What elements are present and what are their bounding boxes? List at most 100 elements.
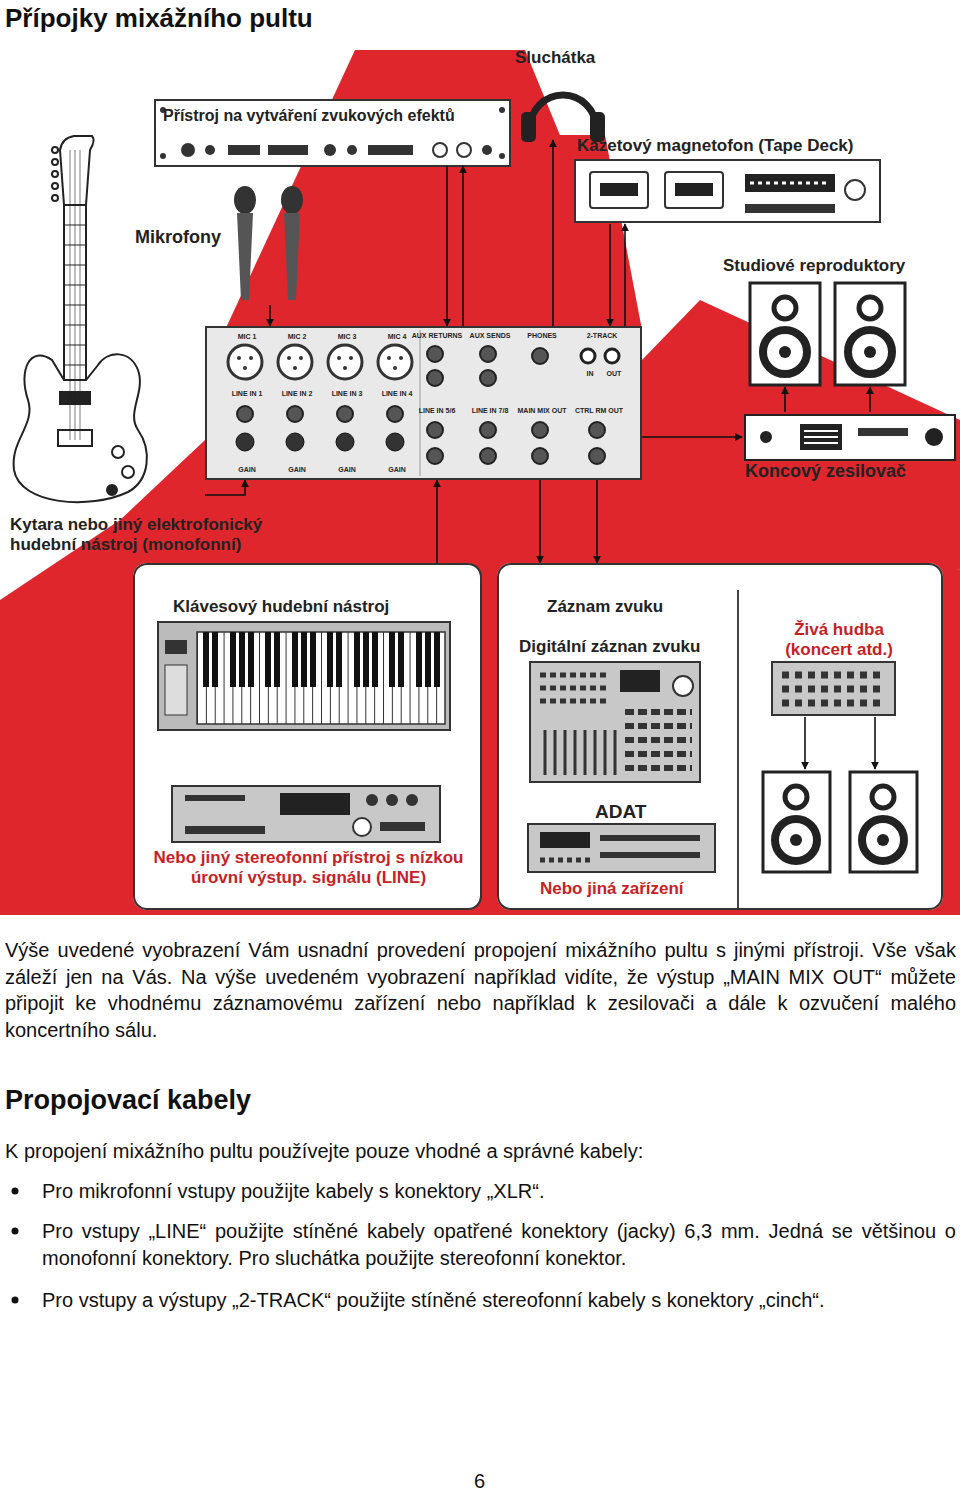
bullet-item: Pro mikrofonní vstupy použijte kabely s … xyxy=(42,1178,956,1204)
line-device-drawing xyxy=(185,826,265,834)
live-speaker-drawing xyxy=(775,819,817,861)
keyboard-drawing xyxy=(158,622,450,730)
device-label: Studiové reproduktory xyxy=(723,256,905,276)
panel-label: MIC 1 xyxy=(238,333,257,341)
digital-recorder-drawing xyxy=(625,712,692,768)
xlr-pin xyxy=(299,356,303,360)
adat-drawing xyxy=(600,852,700,858)
input-group: Klávesový hudební nástrojNebo jiný stere… xyxy=(133,563,482,910)
panel-label: LINE IN 7/8 xyxy=(472,407,509,415)
output-group: Záznam zvukuDigitální záznan zvukuADATNe… xyxy=(497,563,943,910)
amplifier-drawing xyxy=(760,431,772,443)
body-paragraph: Výše uvedené vyobrazení Vám usnadní prov… xyxy=(5,937,956,1043)
keyboard-drawing xyxy=(165,640,187,654)
signal-wire xyxy=(805,717,875,769)
jack-socket xyxy=(427,346,443,362)
keyboard-drawing xyxy=(158,622,450,730)
microphone-drawing xyxy=(281,186,303,214)
live-speaker-drawing xyxy=(877,834,889,846)
rca-socket xyxy=(581,349,619,363)
effects-unit-drawing xyxy=(205,145,215,155)
effects-unit-drawing xyxy=(268,145,308,155)
xlr-pin xyxy=(337,356,341,360)
live-speaker-drawing xyxy=(850,772,917,872)
digital-recorder-drawing xyxy=(530,662,700,782)
headphones-drawing xyxy=(530,95,596,128)
signal-arrow xyxy=(205,480,245,495)
bullet-dot xyxy=(12,1188,19,1304)
live-mixer-drawing xyxy=(772,662,895,715)
signal-arrow xyxy=(869,387,871,412)
page-title: Přípojky mixážního pultu xyxy=(5,2,313,36)
effects-unit-drawing xyxy=(433,143,447,157)
group-label: Záznam zvuku xyxy=(547,597,663,617)
guitar-drawing xyxy=(52,183,58,189)
tape-deck-drawing xyxy=(675,183,713,196)
xlr-pin xyxy=(343,366,347,370)
gain-knob xyxy=(386,433,404,451)
xlr-pin xyxy=(237,356,241,360)
section-heading: Propojovací kabely xyxy=(5,1083,251,1118)
guitar: Kytara nebo jiný elektrofonický hudební … xyxy=(5,130,205,510)
digital-recorder-drawing xyxy=(545,730,615,775)
microphone-drawing xyxy=(234,186,303,300)
panel-label: IN xyxy=(587,370,594,378)
bullet-dot xyxy=(12,1228,19,1235)
jack-socket xyxy=(532,348,548,364)
signal-arrow xyxy=(539,480,541,563)
panel-label: GAIN xyxy=(288,466,306,474)
jack-socket xyxy=(387,406,403,422)
tape-deck-drawing xyxy=(665,172,723,208)
signal-arrow xyxy=(269,305,271,326)
studio-speakers: Studiové reproduktory xyxy=(720,254,935,387)
tape-deck-drawing xyxy=(600,183,638,196)
keyboard-drawing xyxy=(197,632,445,687)
jack-socket xyxy=(480,448,496,464)
xlr-socket xyxy=(278,345,312,379)
signal-arrow xyxy=(462,166,464,326)
xlr-pin xyxy=(349,356,353,360)
digital-recorder-drawing xyxy=(673,676,693,696)
guitar-drawing xyxy=(60,136,94,205)
guitar-drawing xyxy=(52,147,58,153)
line-device-drawing xyxy=(172,786,440,842)
guitar-drawing xyxy=(52,159,58,165)
tape-deck-drawing xyxy=(575,160,880,222)
tape-deck-drawing xyxy=(750,182,830,185)
microphones: Mikrofony xyxy=(133,180,313,305)
panel-label: CTRL RM OUT xyxy=(575,407,623,415)
line-device-drawing xyxy=(353,818,371,836)
group-label: Digitální záznan zvuku xyxy=(519,637,700,657)
mixer: MIC 1MIC 2MIC 3MIC 4LINE IN 1LINE IN 2LI… xyxy=(205,326,642,480)
signal-arrow xyxy=(624,224,626,326)
effects-unit-drawing xyxy=(155,100,510,166)
xlr-pin xyxy=(387,356,391,360)
line-device-drawing xyxy=(280,793,350,815)
xlr-socket xyxy=(228,345,412,379)
device-label: Mikrofony xyxy=(135,227,221,249)
gain-knob xyxy=(236,433,404,451)
rca-socket xyxy=(581,349,595,363)
panel-label: AUX SENDS xyxy=(470,332,511,340)
effects-unit-drawing xyxy=(499,107,505,113)
power-amplifier: Koncový zesilovač xyxy=(742,412,958,487)
live-speaker-drawing xyxy=(763,772,830,872)
effects-unit: Přístroj na vytváření zvukových efektů xyxy=(155,100,510,166)
amplifier-drawing xyxy=(804,431,838,443)
line-device-drawing xyxy=(172,786,440,842)
line-device-drawing xyxy=(406,794,418,806)
red-beam xyxy=(0,440,960,915)
device-label: Koncový zesilovač xyxy=(745,461,906,483)
jack-socket xyxy=(237,406,253,422)
live-speaker-drawing xyxy=(862,819,904,861)
jack-socket xyxy=(480,346,496,362)
jack-socket xyxy=(480,422,496,438)
amplifier-drawing xyxy=(800,424,842,450)
panel-label: MIC 2 xyxy=(288,333,307,341)
line-device-drawing xyxy=(185,795,245,801)
group-box-fill xyxy=(497,563,943,910)
guitar-drawing xyxy=(107,485,117,495)
line-device-drawing xyxy=(380,822,425,831)
tape-deck-drawing xyxy=(590,172,648,208)
signal-arrow xyxy=(784,387,786,412)
